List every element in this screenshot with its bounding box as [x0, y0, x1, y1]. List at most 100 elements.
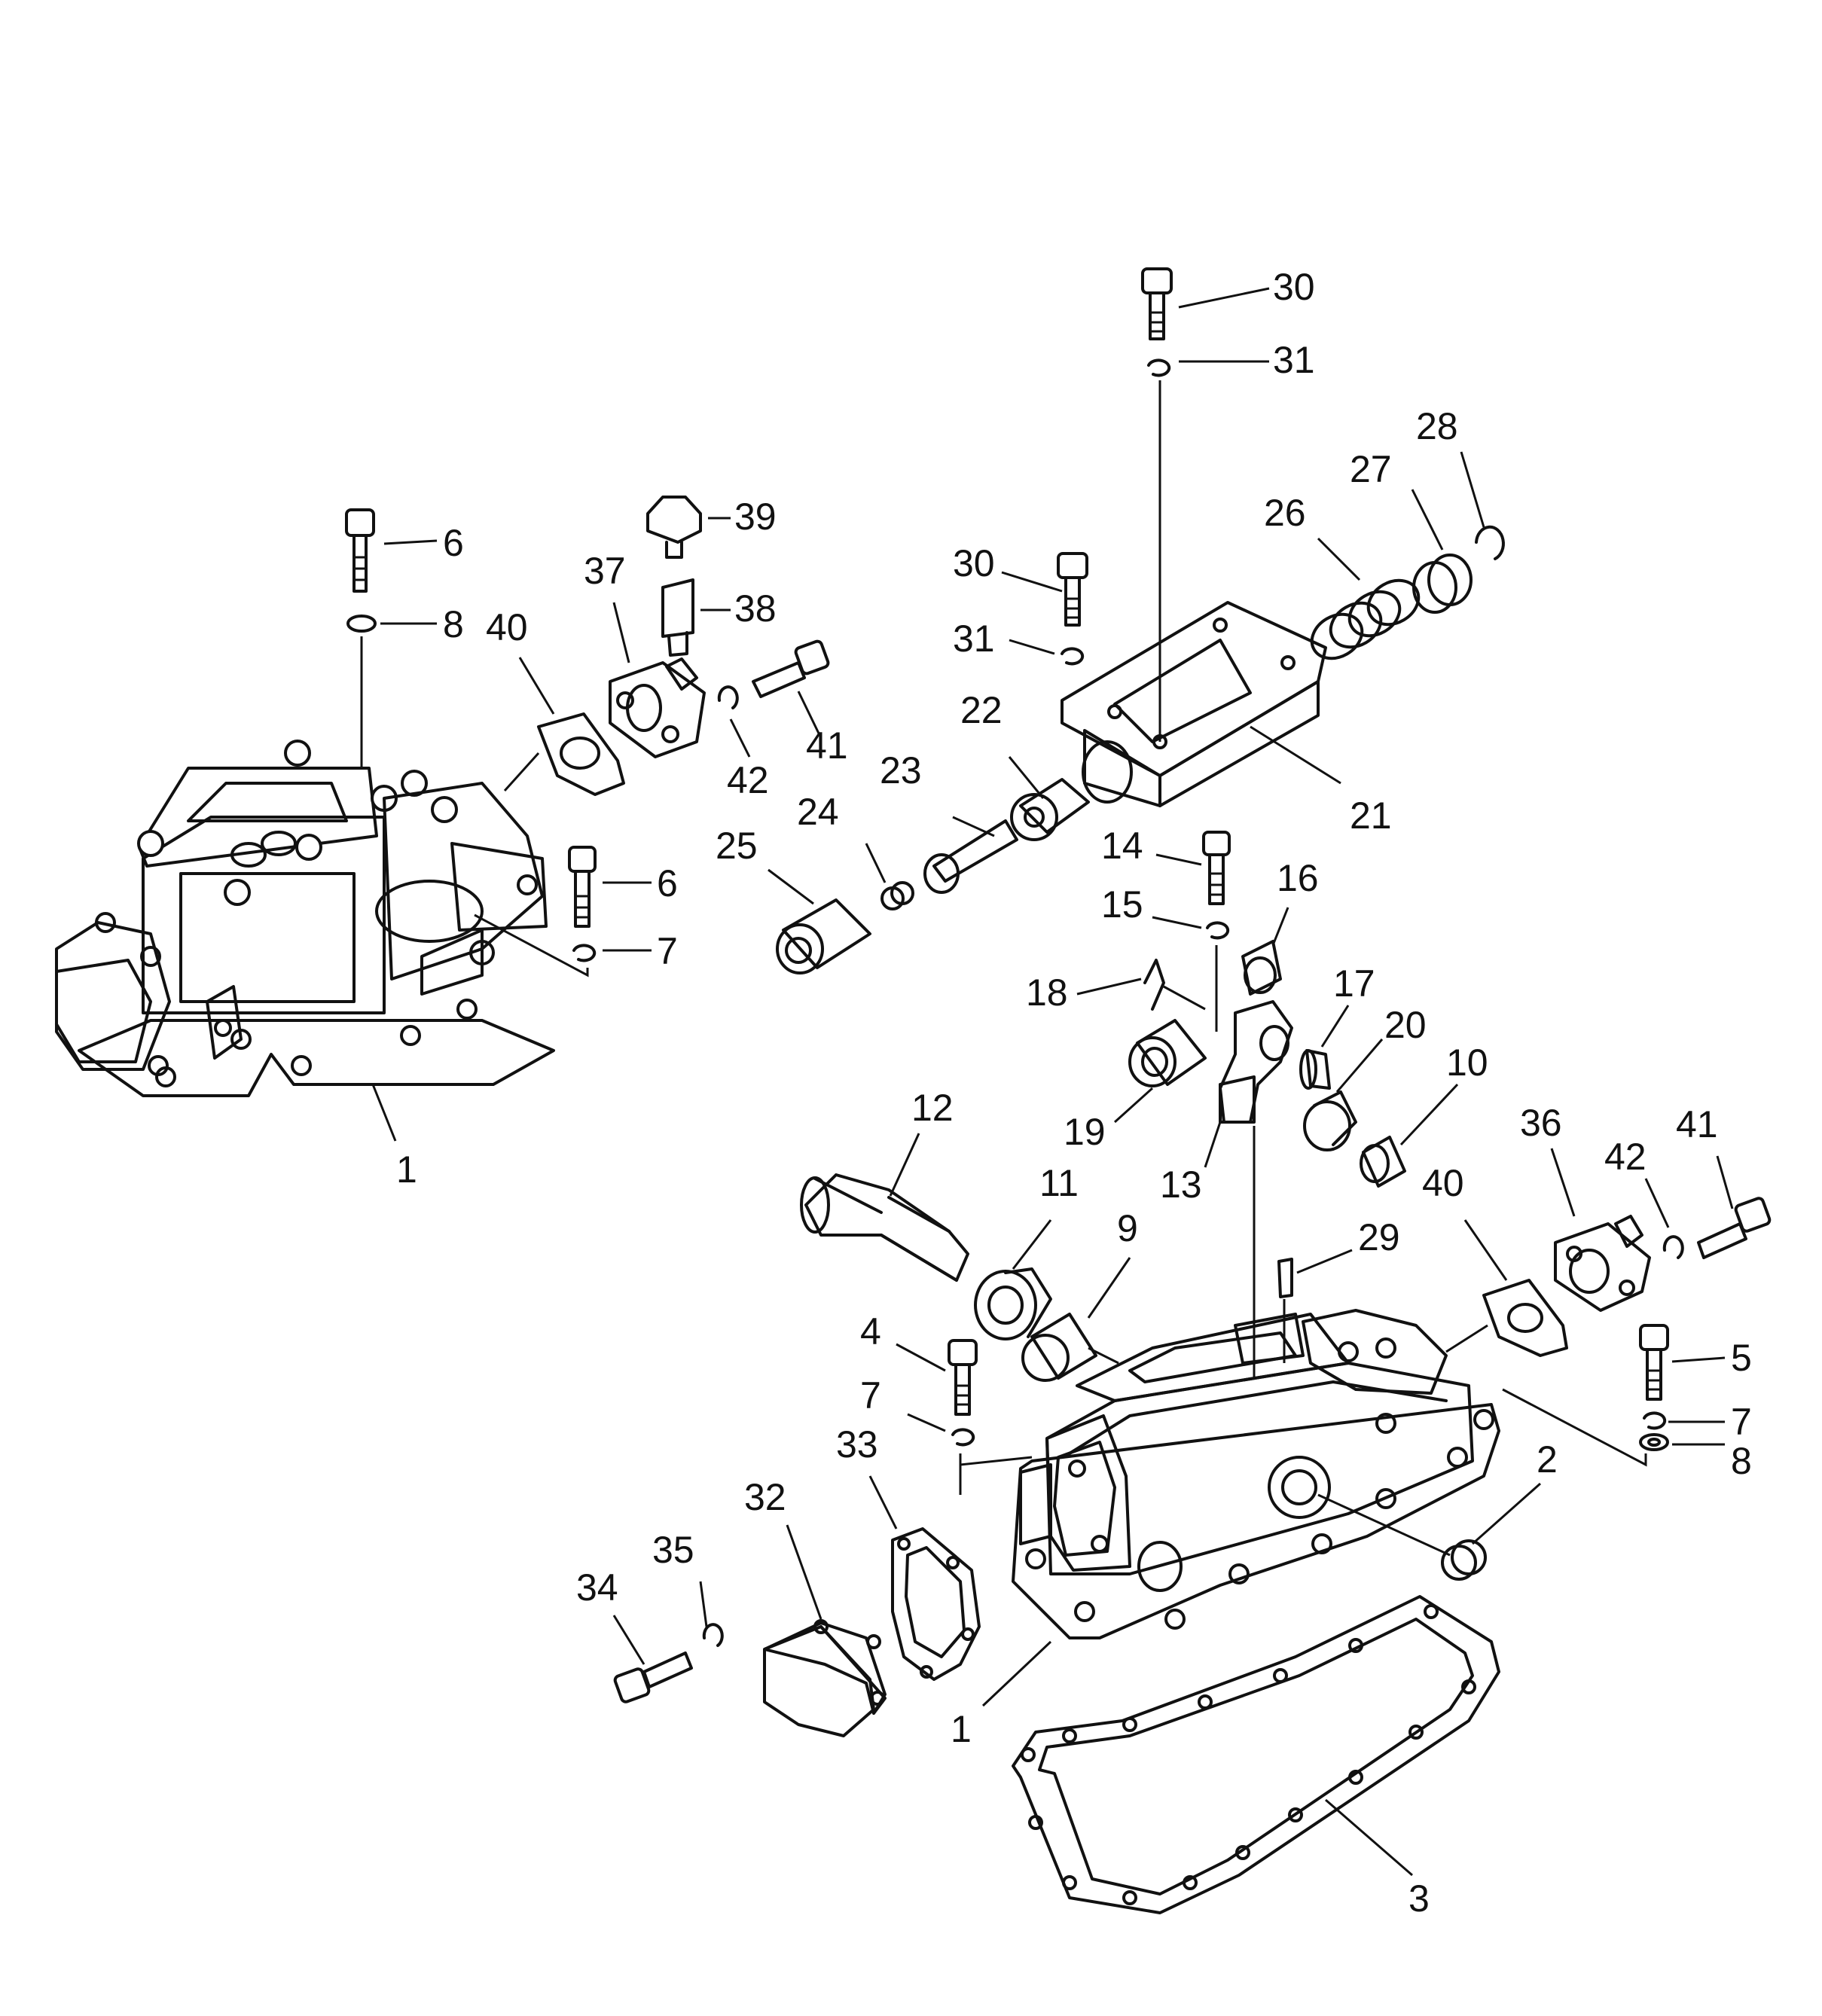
bearing-9 [1021, 1257, 1131, 1382]
gasket-3 [1012, 1595, 1500, 1914]
callout-33: 33 [836, 1423, 878, 1465]
callout-29: 29 [1358, 1216, 1400, 1258]
callout-26: 26 [1264, 492, 1306, 534]
callout-10: 10 [1446, 1042, 1488, 1084]
callout-32: 32 [744, 1476, 786, 1518]
bolt-30-mid [1001, 552, 1088, 627]
seal-11 [974, 1219, 1052, 1340]
callout-22: 22 [960, 689, 1003, 731]
callout-21: 21 [1350, 795, 1392, 837]
valve-cover-21 [1061, 601, 1341, 807]
washer-31-mid [1009, 639, 1085, 666]
callout-42-right: 42 [1604, 1136, 1647, 1178]
callout-17: 17 [1333, 962, 1375, 1005]
pin-17 [1299, 1005, 1350, 1090]
bolt-34 [612, 1615, 693, 1703]
callout-31-mid: 31 [953, 618, 995, 660]
callout-6-right: 6 [657, 862, 678, 904]
bolt-5 [1639, 1324, 1726, 1401]
callout-19: 19 [1064, 1111, 1106, 1153]
callout-1-right: 1 [951, 1708, 972, 1750]
pressure-cover-37 [609, 602, 706, 758]
spring-24 [865, 843, 914, 910]
ring-42-top [717, 685, 751, 758]
spool-25 [768, 868, 871, 974]
snap-ring-28 [1460, 451, 1505, 560]
bolt-41-top [752, 639, 830, 739]
callout-4: 4 [860, 1310, 881, 1353]
callout-34: 34 [576, 1566, 618, 1609]
bolt-4 [896, 1339, 978, 1416]
washer-15 [1152, 916, 1230, 1032]
bushing-16 [1241, 907, 1289, 996]
lever-13 [1204, 1000, 1293, 1168]
callout-37: 37 [584, 550, 626, 592]
callout-18: 18 [1026, 971, 1068, 1014]
callout-14: 14 [1101, 825, 1143, 867]
gasket-33 [868, 1475, 981, 1681]
callout-11: 11 [1039, 1162, 1079, 1204]
callout-7-mid: 7 [860, 1374, 881, 1417]
spring-26 [1310, 537, 1421, 660]
callout-30-top: 30 [1273, 266, 1315, 308]
washer-31-top [1147, 358, 1269, 742]
callout-8-left: 8 [443, 603, 464, 645]
pump-cover-32 [763, 1524, 887, 1737]
callout-16: 16 [1277, 857, 1319, 899]
gasket-40-top [503, 657, 625, 796]
callout-35: 35 [652, 1529, 694, 1571]
ring-42-right [1644, 1178, 1684, 1259]
washer-7-mid [907, 1413, 1033, 1495]
callout-23: 23 [880, 749, 922, 791]
washer-8-right [1502, 1388, 1725, 1467]
bolt-30-top [1141, 267, 1270, 340]
callout-9: 9 [1117, 1207, 1138, 1249]
callout-41-right: 41 [1676, 1103, 1718, 1145]
callout-24: 24 [797, 791, 839, 833]
callout-27: 27 [1350, 448, 1392, 490]
callout-13: 13 [1160, 1164, 1202, 1206]
seal-2 [1317, 1482, 1541, 1581]
callout-3: 3 [1408, 1877, 1430, 1920]
callout-12: 12 [911, 1087, 954, 1129]
callout-25: 25 [716, 825, 758, 867]
ring-35 [699, 1581, 724, 1647]
housing-bolt-heads [137, 740, 458, 906]
callout-1-left: 1 [396, 1148, 417, 1191]
callout-labels: 1 1 2 3 4 5 6 6 7 7 7 8 8 9 10 11 12 13 … [396, 266, 1752, 1920]
washer-7-right [1643, 1411, 1725, 1430]
callout-15: 15 [1101, 883, 1143, 926]
callout-31-top: 31 [1273, 339, 1315, 381]
callout-38: 38 [734, 587, 777, 630]
bushing-19 [1113, 1019, 1207, 1124]
right-housing-assembly [981, 1309, 1500, 1707]
piston-23 [923, 816, 1018, 894]
shaft-12 [800, 1133, 969, 1282]
callout-8-right: 8 [1731, 1440, 1752, 1482]
left-housing-assembly [55, 740, 555, 1142]
callout-5: 5 [1731, 1337, 1752, 1379]
callout-40-top: 40 [486, 606, 528, 648]
bolt-41-right [1697, 1155, 1772, 1259]
left-housing-fasteners [345, 508, 652, 978]
pin-18 [1076, 959, 1206, 1011]
pin-29 [1277, 1249, 1353, 1363]
retainer-27 [1411, 489, 1473, 614]
callout-28: 28 [1416, 405, 1458, 447]
callout-39: 39 [734, 496, 777, 538]
callout-41-top: 41 [806, 724, 848, 767]
bushing-20 [1303, 1038, 1384, 1151]
callout-36: 36 [1520, 1102, 1562, 1144]
callout-20: 20 [1384, 1004, 1427, 1046]
callout-42-top: 42 [727, 759, 769, 801]
plug-39 [646, 496, 731, 559]
bearing-10 [1360, 1083, 1459, 1188]
callout-6-top: 6 [443, 522, 464, 564]
callout-40-right: 40 [1422, 1162, 1464, 1204]
callout-7-left: 7 [657, 930, 678, 972]
callout-2: 2 [1537, 1438, 1558, 1481]
gasket-40-right [1445, 1219, 1568, 1357]
seat-22 [1008, 756, 1090, 841]
callout-7-right: 7 [1731, 1401, 1752, 1443]
